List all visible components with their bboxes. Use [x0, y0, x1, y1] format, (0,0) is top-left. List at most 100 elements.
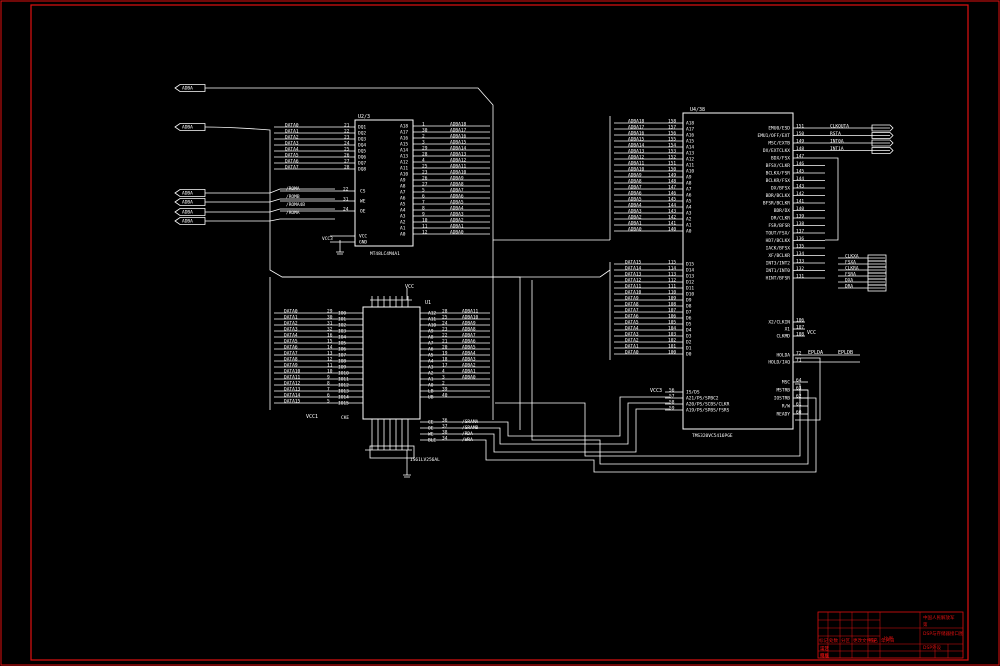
u3-data-net: DATA11	[625, 283, 642, 289]
u2-addr-net: ADBA3	[450, 211, 464, 217]
u3-addr-pin: A4	[686, 205, 692, 211]
u1-addr-num: 3	[442, 374, 445, 380]
u3-addr-num: 150	[668, 166, 676, 172]
u2-addr-pin: A1	[400, 226, 406, 232]
u1-addr-pin: A6	[428, 347, 434, 353]
u3-right-pin: MSC/EXTB	[768, 141, 790, 147]
u2-ctrl-num: 22	[343, 186, 349, 192]
u3-data-net: DATA3	[625, 331, 639, 337]
u3-addr-net: ADBA2	[628, 214, 642, 220]
u1-addr-pin: A4	[428, 359, 434, 365]
u3-addr-num: 153	[668, 148, 676, 154]
title-block-row-label: 签名	[869, 637, 878, 644]
u1-data-pin: IO0	[338, 311, 346, 317]
u3-addr-pin: A0	[686, 229, 692, 235]
u2-addr-num: 4	[422, 157, 425, 163]
u2-addr-net: ADBA5	[450, 199, 464, 205]
chip-u2-body	[354, 119, 414, 247]
u3-addr-num: 141	[668, 220, 676, 226]
chip-u1-vcc1: VCC1	[306, 414, 318, 420]
u3-addr-num: 145	[668, 196, 676, 202]
u3-addr-num: 148	[668, 178, 676, 184]
u2-data-num: 25	[344, 146, 350, 152]
u3-addr-num: 155	[668, 136, 676, 142]
u2-data-num: 27	[344, 158, 350, 164]
u3-right-num: 139	[796, 213, 804, 219]
u3-right-num: 149	[796, 138, 804, 144]
u3-data-pin: D5	[686, 322, 692, 328]
u3-data-num: 102	[668, 337, 676, 343]
title-block-row-label: 分区	[841, 637, 850, 644]
u2-power-pin: VCC	[359, 234, 367, 240]
wire-ctrl-1	[445, 396, 670, 437]
u3-mid-pin: X1	[785, 327, 791, 333]
u3-addr-net: ADBA13	[628, 148, 645, 154]
u3-lower-pin: HOLD/IAQ	[768, 360, 790, 366]
u3-data-num: 103	[668, 331, 676, 337]
u1-addr-num: 2	[442, 380, 445, 386]
u3-addr-pin: A5	[686, 199, 692, 205]
u3-data-pin: D0	[686, 352, 692, 358]
u3-data-num: 114	[668, 265, 676, 271]
u2-addr-num: 26	[422, 175, 428, 181]
u1-addr-num: 23	[442, 326, 448, 332]
u1-data-net: DATA6	[284, 344, 298, 350]
u3-addr-pin: A15	[686, 139, 694, 145]
bus-serial	[825, 157, 839, 241]
u3-data-net: DATA1	[625, 343, 639, 349]
u3-data-pin: D10	[686, 292, 694, 298]
u3-data-net: DATA13	[625, 271, 642, 277]
u3-right-num: 143	[796, 183, 804, 189]
u2-addr-net: ADBA18	[450, 121, 467, 127]
chip-u3-ref: U4/38	[690, 107, 705, 113]
title-block-item: 审核	[820, 652, 829, 659]
u3-addr-num: 151	[668, 160, 676, 166]
u3-addr-num: 149	[668, 172, 676, 178]
u2-addr-num: 6	[422, 193, 425, 199]
title-block-row-label: 标记	[819, 637, 828, 644]
u1-data-net: DATA13	[284, 386, 301, 392]
u2-data-num: 28	[344, 164, 350, 170]
u2-addr-pin: A9	[400, 178, 406, 184]
u3-mid-num: 108	[796, 331, 804, 337]
u2-addr-num: 1	[422, 121, 425, 127]
u3-addr-pin: A16	[686, 133, 694, 139]
u3-right-net: RSTA	[830, 131, 841, 137]
wire-ctrl-5	[531, 280, 809, 465]
u2-data-pin: DQ5	[358, 149, 366, 155]
u2-data-num: 21	[344, 122, 350, 128]
chip-u1-ref: U1	[425, 300, 431, 306]
u1-data-num: 16	[327, 332, 333, 338]
u3-data-num: 106	[668, 313, 676, 319]
u1-addr-pin: A1	[428, 377, 434, 383]
u2-addr-net: ADBA2	[450, 217, 464, 223]
u2-addr-net: ADBA16	[450, 133, 467, 139]
u2-data-num: 22	[344, 128, 350, 134]
u1-data-num: 29	[327, 308, 333, 314]
u3-data-pin: D8	[686, 304, 692, 310]
u2-addr-pin: A11	[400, 166, 408, 172]
u3-addr-net: ADBA16	[628, 130, 645, 136]
u1-addr-pin: A10	[428, 323, 436, 329]
u2-data-pin: DQ2	[358, 131, 366, 137]
u2-addr-num: 25	[422, 163, 428, 169]
u3-right-num: 144	[796, 176, 804, 182]
u1-addr-num: 21	[442, 338, 448, 344]
u2-data-net: DATA1	[285, 128, 299, 134]
u1-addr-net: ADBA5	[462, 344, 476, 350]
u1-addr-num: 40	[442, 392, 448, 398]
u1-data-net: DATA14	[284, 392, 301, 398]
u3-bl-num: 59	[669, 405, 675, 411]
u2-data-num: 26	[344, 152, 350, 158]
u3-bl-pin: A20/PS/SCBS/CLKR	[686, 402, 730, 408]
u3-addr-pin: A2	[686, 217, 692, 223]
u3-bus-net: DXA	[845, 277, 853, 283]
u3-data-pin: D6	[686, 316, 692, 322]
port-wire	[205, 188, 335, 194]
u1-data-net: DATA15	[284, 398, 301, 404]
u3-mid-num: 107	[796, 324, 804, 330]
u2-addr-num: 23	[422, 169, 428, 175]
u1-ctrl-pin: OE	[428, 426, 434, 432]
